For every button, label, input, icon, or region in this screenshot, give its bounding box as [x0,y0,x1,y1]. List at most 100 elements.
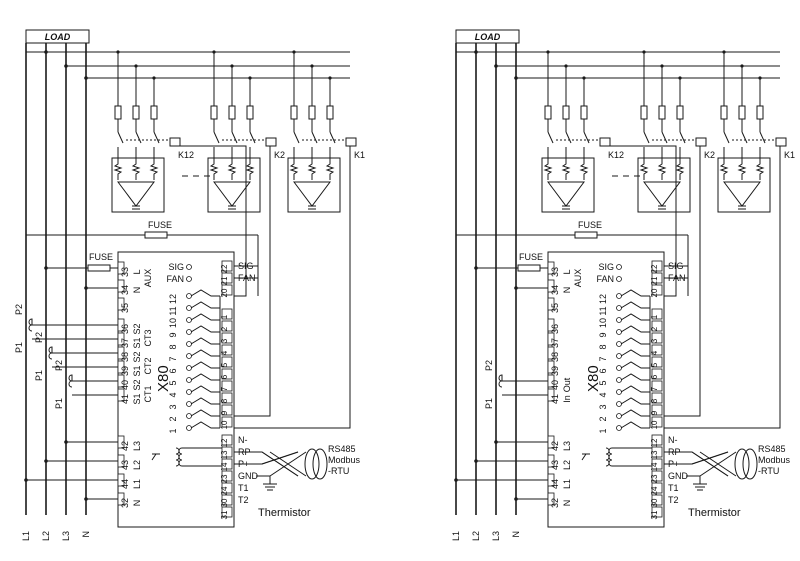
terminal-number: 41 [550,394,560,404]
terminal-block [651,506,663,518]
contactor-coil [695,137,707,147]
terminal-number: 42 [120,441,130,451]
terminal-block [547,346,555,360]
resistor [149,158,159,180]
output-terminal [616,293,622,299]
terminal-block [221,284,233,296]
terminal-block [221,392,233,404]
contactor-label-k1: K1 [784,150,795,160]
terminal-name: GND [668,471,689,481]
resistor [719,158,729,180]
terminal-number: 40 [550,380,560,390]
terminal-number: 7 [220,386,229,391]
ct-p2-label: P2 [54,360,64,371]
junction-dot [514,286,518,290]
resistor [113,158,123,180]
output-terminal [616,276,622,282]
output-terminal [616,401,622,407]
terminal-number: 2 [220,326,229,331]
capacitor-triangle [723,181,761,207]
fuse-element [562,105,570,120]
terminal-number: 4 [220,350,229,355]
junction-dot [248,76,252,80]
capacitor-triangle [213,181,251,207]
terminal-name: N- [238,435,248,445]
terminal-name: S2 [132,351,142,362]
relay-contact [190,421,220,429]
terminal-number: 38 [120,352,130,362]
wire [679,131,686,144]
terminal-number: 9 [650,410,659,415]
terminal-number: 6 [650,374,659,379]
ct-p2-label: P2 [14,304,24,315]
output-terminal [186,401,192,407]
junction-dot [212,50,216,54]
terminal-name: N [562,287,572,294]
terminal-number: 21 [650,276,659,285]
output-terminal [616,389,622,395]
bus-label-n: N [511,531,521,538]
wire [153,131,160,144]
terminal-number: 12 [650,438,659,447]
output-terminal [186,413,192,419]
terminal-name: S1 [132,337,142,348]
output-number: 8 [598,344,608,349]
fuse-element [210,105,218,120]
terminal-name: L1 [562,479,572,489]
terminal-block [221,260,233,272]
terminal-block [651,434,663,446]
relay-contact [190,337,220,345]
terminal-block [221,272,233,284]
contactor-coil [599,137,611,147]
wire [249,131,256,144]
relay-contact [620,337,650,345]
terminal-block [651,332,663,344]
contactor-coil [345,137,357,147]
terminal-block [547,332,555,346]
wire [759,131,766,144]
terminal-number: 5 [220,362,229,367]
sig-label: FAN [166,274,184,284]
resistor [755,158,765,180]
model-label: X80 [585,365,602,392]
bus-label-l3: L3 [61,531,71,541]
junction-dot [722,50,726,54]
terminal-number: 21 [220,276,229,285]
sig-label: FAN [596,274,614,284]
fuse-element [228,105,236,120]
coil-feeder [234,146,351,429]
terminal-number: 7 [650,386,659,391]
rs485-connector [742,448,758,480]
wire [293,131,300,144]
terminal-number: 32 [120,498,130,508]
terminal-name: S1 [132,365,142,376]
terminal-number: 44 [120,479,130,489]
output-terminal [616,365,622,371]
terminal-block [651,368,663,380]
relay-contact [190,325,220,333]
junction-dot [546,50,550,54]
output-terminal [616,341,622,347]
wire [565,131,572,144]
output-terminal [616,317,622,323]
terminal-number: 5 [650,362,659,367]
terminal-block [651,344,663,356]
terminal-name: T1 [238,483,249,493]
sig-label: SIG [168,262,184,272]
current-transformer [48,346,53,360]
contactor-label-k12: K12 [608,150,624,160]
fuse-top [144,231,168,239]
resistor [325,158,335,180]
wire [547,131,554,144]
terminal-name: N- [668,435,678,445]
junction-dot [514,497,518,501]
terminal-name: L2 [132,460,142,470]
terminal-number: 38 [550,352,560,362]
rs485-label: RS485 [758,444,786,454]
resistor [289,158,299,180]
terminal-number: 8 [650,398,659,403]
capacitor-symbol [228,205,236,210]
load-box [455,29,520,44]
bus-label-l1: L1 [21,531,31,541]
